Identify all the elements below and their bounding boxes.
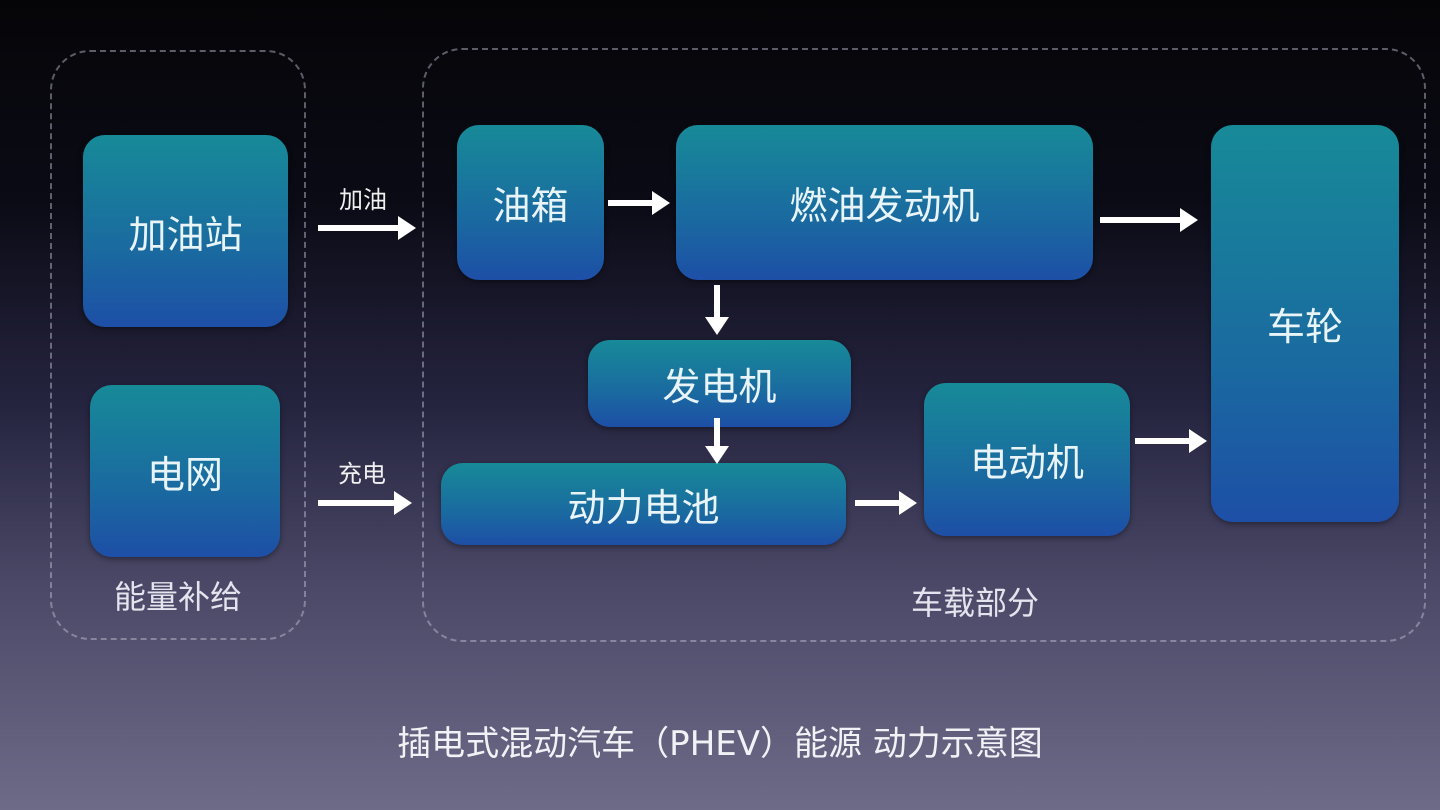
generator-label: 发电机 (662, 365, 777, 409)
refuel-arrow (318, 216, 416, 240)
energy-supply-label: 能量补给 (113, 578, 243, 616)
gas-station-node: 加油站 (83, 135, 288, 327)
engine-node: 燃油发动机 (676, 125, 1093, 280)
onboard-group (422, 48, 1426, 642)
fuel-tank-node: 油箱 (457, 125, 604, 280)
onboard-label: 车载部分 (910, 584, 1040, 622)
charge-arrow (318, 491, 412, 515)
engine-label: 燃油发动机 (789, 184, 980, 228)
generator-node: 发电机 (588, 340, 851, 427)
engine-to-wheels-arrow (1100, 208, 1198, 232)
grid-label: 电网 (146, 452, 223, 497)
fuel-tank-label: 油箱 (492, 184, 569, 228)
battery-node: 动力电池 (441, 463, 846, 545)
wheels-node: 车轮 (1211, 125, 1399, 522)
tank-to-engine-arrow (608, 191, 670, 215)
charge-edge-label: 充电 (338, 460, 386, 488)
wheels-label: 车轮 (1266, 305, 1343, 349)
battery-label: 动力电池 (567, 485, 720, 530)
engine-to-generator-arrow (705, 285, 729, 335)
motor-label: 电动机 (969, 441, 1084, 485)
gas-station-label: 加油站 (128, 212, 243, 257)
grid-node: 电网 (90, 385, 280, 557)
motor-to-wheels-arrow (1135, 429, 1207, 453)
refuel-edge-label: 加油 (339, 186, 387, 214)
battery-to-motor-arrow (855, 491, 917, 515)
diagram-caption: 插电式混动汽车（PHEV）能源 动力示意图 (397, 724, 1043, 764)
generator-to-battery-arrow (705, 418, 729, 464)
motor-node: 电动机 (924, 383, 1130, 536)
energy-supply-group (50, 50, 306, 640)
